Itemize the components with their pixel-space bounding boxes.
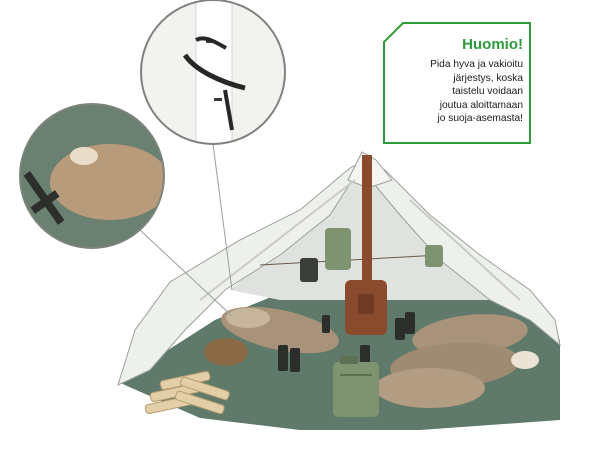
magnifier-rifle-detail	[19, 103, 165, 249]
notice-text: Pida hyva ja vakioitu järjestys, koska t…	[393, 58, 523, 126]
callout-line	[139, 229, 233, 317]
notice-title: Huomio!	[462, 36, 523, 53]
stove-icon	[345, 280, 387, 335]
notice-line: taistelu voidaan	[452, 86, 523, 98]
hanging-gloves	[300, 258, 318, 282]
callout-line	[212, 143, 233, 291]
sleeping-bag	[226, 308, 270, 328]
hanging-jacket	[325, 228, 351, 270]
hanging-socks	[425, 245, 443, 267]
magnifier-strap-detail	[140, 0, 286, 145]
rucksack	[204, 338, 248, 366]
notice-line: joutua aloittamaan	[439, 99, 523, 111]
firewood-icon	[144, 370, 230, 415]
notice-line: jo suoja-asemasta!	[437, 113, 523, 125]
tent-right-canvas	[364, 158, 561, 347]
boots-icon	[278, 312, 415, 372]
jerrycan-icon	[333, 356, 379, 417]
sleeping-bag-head	[511, 351, 539, 369]
rifle-icon	[23, 171, 65, 225]
notice-line: Pida hyva ja vakioitu	[430, 59, 523, 70]
notice-line: järjestys, koska	[453, 72, 523, 84]
notice-box: Huomio! Pida hyva ja vakioitu järjestys,…	[383, 22, 531, 144]
stove-pipe	[362, 155, 372, 290]
sleeping-bag	[375, 368, 485, 408]
